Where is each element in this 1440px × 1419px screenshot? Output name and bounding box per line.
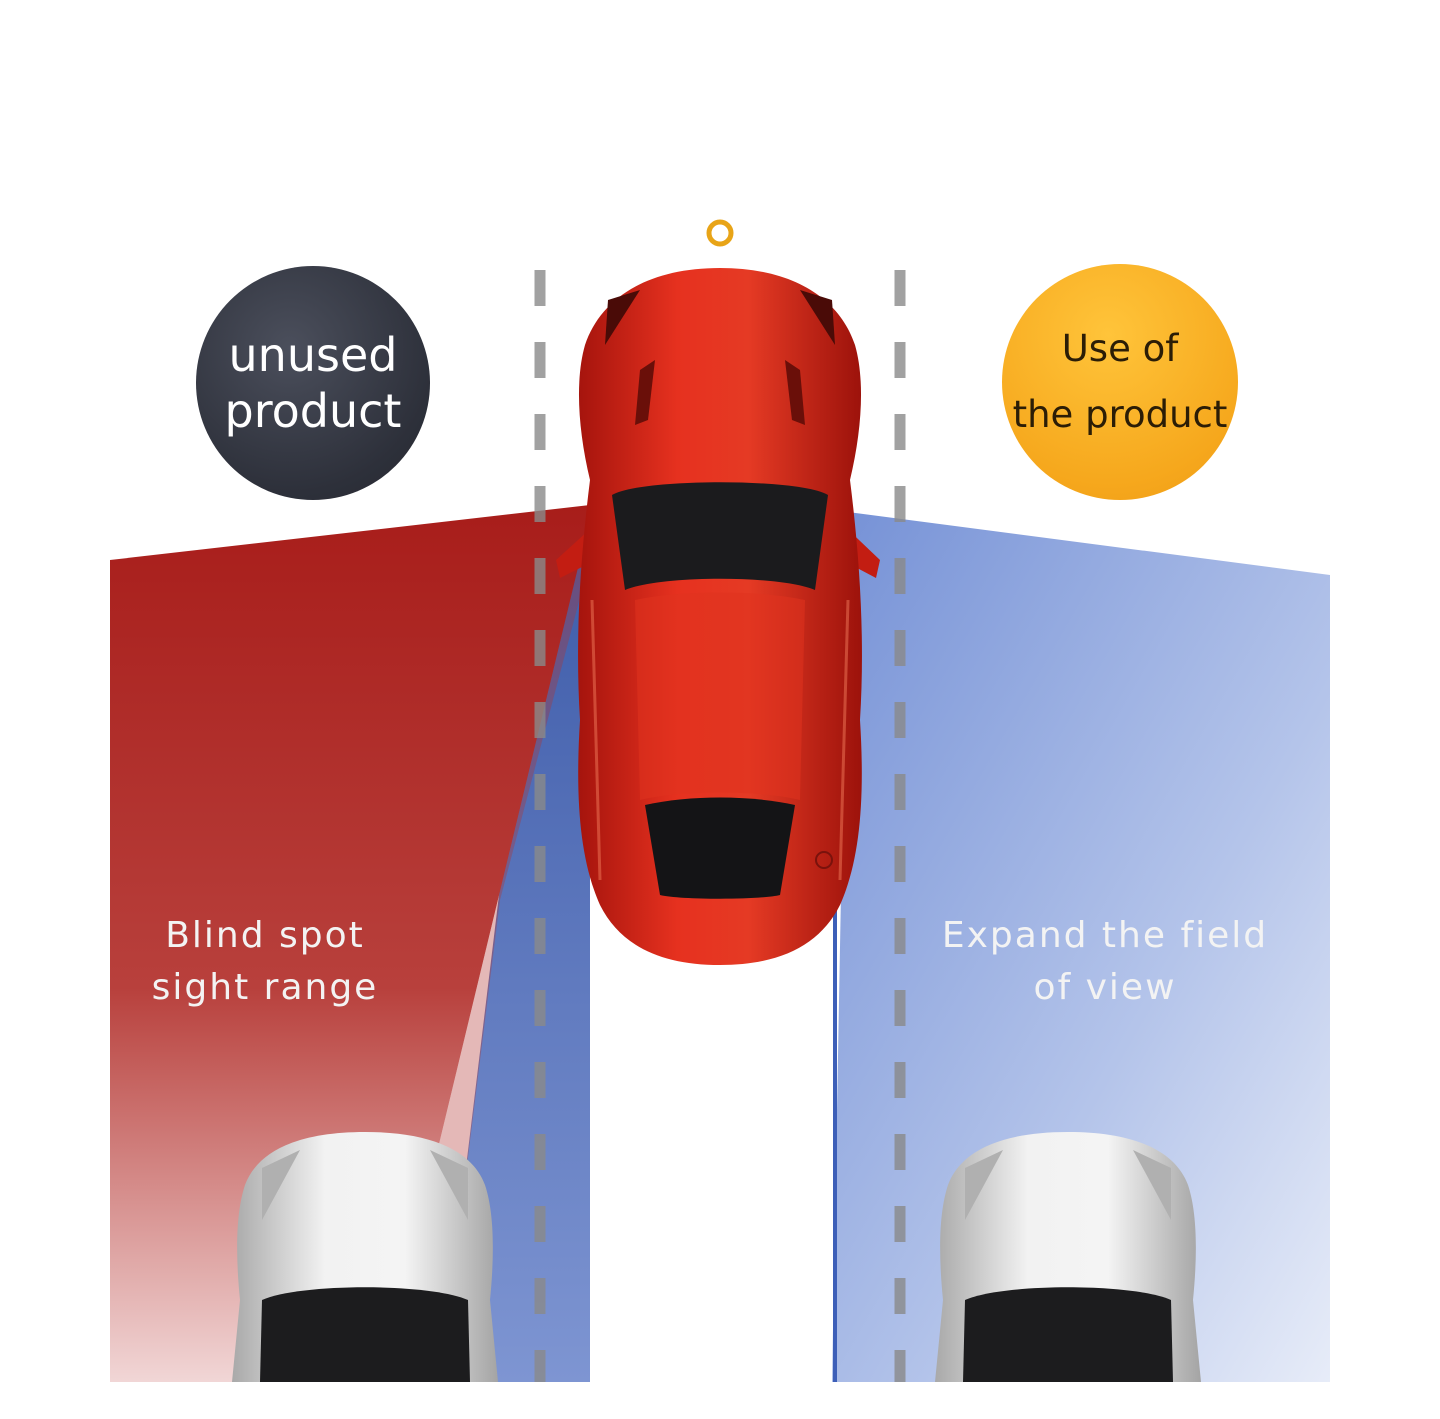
rear-car-left <box>232 1132 498 1382</box>
main-car <box>556 268 880 965</box>
used-badge-line1: Use of <box>1061 327 1179 370</box>
used-badge-line2: the product <box>1012 393 1228 436</box>
use-of-product-badge: Use of the product <box>1002 264 1238 500</box>
left-blue-strip <box>440 510 590 1382</box>
expand-view-caption-line1: Expand the field <box>941 915 1269 956</box>
blind-spot-caption-line2: sight range <box>151 967 379 1008</box>
blind-spot-caption: Blind spot sight range <box>150 910 380 1014</box>
blind-spot-caption-line1: Blind spot <box>165 915 365 956</box>
expand-view-caption-line2: of view <box>1033 967 1177 1008</box>
unused-badge-line2: product <box>224 384 402 438</box>
unused-product-badge: unused product <box>196 266 430 500</box>
rear-car-right <box>935 1132 1201 1382</box>
blind-spot-zone <box>110 505 590 1382</box>
indicator-ring <box>706 219 734 247</box>
expand-view-caption: Expand the field of view <box>935 910 1275 1014</box>
expanded-view-zone <box>832 512 1330 1382</box>
unused-badge-line1: unused <box>228 328 398 382</box>
